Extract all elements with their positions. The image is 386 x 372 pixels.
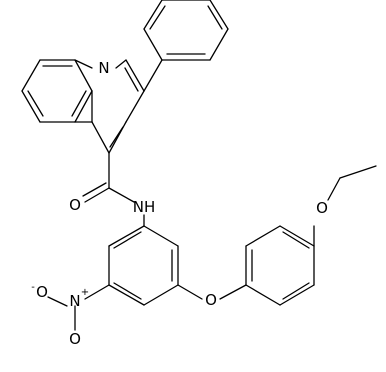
bond-inner	[282, 282, 310, 300]
bond	[108, 187, 135, 203]
bond	[209, 0, 229, 30]
bond	[339, 165, 377, 179]
bond	[108, 225, 145, 247]
bond	[125, 90, 145, 123]
bond	[74, 59, 93, 92]
bond	[82, 182, 107, 197]
nitro-oxygen-lower-label: O	[69, 330, 81, 348]
atom-ethoxy-oxygen: O	[316, 199, 328, 217]
bond	[143, 284, 179, 306]
bond-inner	[207, 5, 223, 30]
bond	[143, 28, 163, 61]
atom-nitro-oxygen-lower: O	[69, 330, 81, 348]
bond-inner	[71, 90, 87, 117]
nitro-nitrogen-charge: +	[81, 287, 89, 298]
ethoxy-oxygen-label: O	[316, 199, 328, 217]
ring-nitrogen-label: N	[98, 59, 109, 77]
bond	[279, 284, 315, 306]
atom-nitro-oxygen-upper: O -	[31, 282, 48, 301]
bond-inner	[113, 282, 142, 300]
bond	[143, 225, 179, 247]
atom-amide-oxygen: O	[69, 196, 81, 214]
atom-ring-nitrogen: N	[98, 59, 109, 77]
bond	[115, 59, 127, 69]
bond	[245, 225, 281, 247]
bond	[74, 59, 93, 69]
atom-labels: N O NH N + O - O O O	[31, 59, 328, 348]
amide-nh-label: NH	[133, 198, 156, 216]
bond-inner	[109, 126, 124, 148]
bond-inner	[27, 90, 44, 117]
atom-nitro-nitrogen: N +	[69, 287, 89, 310]
bond	[125, 59, 145, 92]
bond-inner	[124, 67, 139, 92]
bond	[245, 284, 281, 306]
bond	[279, 225, 315, 247]
amide-oxygen-label: O	[69, 196, 81, 214]
bond-inner	[282, 231, 310, 249]
nitro-oxygen-upper-charge: -	[31, 282, 35, 293]
bond	[84, 187, 110, 203]
bond-inner	[149, 5, 166, 30]
bond	[21, 90, 41, 123]
bond	[327, 177, 341, 201]
bond	[219, 284, 247, 300]
bond	[143, 59, 163, 92]
bond	[47, 296, 68, 307]
bond	[177, 284, 203, 300]
nitro-nitrogen-label: N	[69, 292, 80, 310]
bond	[74, 90, 93, 123]
bond	[91, 121, 110, 154]
bond	[209, 28, 229, 61]
bond	[21, 59, 41, 92]
bond-inner	[113, 231, 142, 249]
bond	[84, 284, 110, 300]
ether-oxygen-label: O	[205, 291, 217, 309]
atom-ether-oxygen: O	[205, 291, 217, 309]
atom-amide-nitrogen: NH	[133, 198, 156, 216]
bond	[143, 0, 163, 30]
bonds	[21, 0, 377, 331]
bond	[108, 284, 145, 306]
nitro-oxygen-upper-label: O	[36, 283, 48, 301]
